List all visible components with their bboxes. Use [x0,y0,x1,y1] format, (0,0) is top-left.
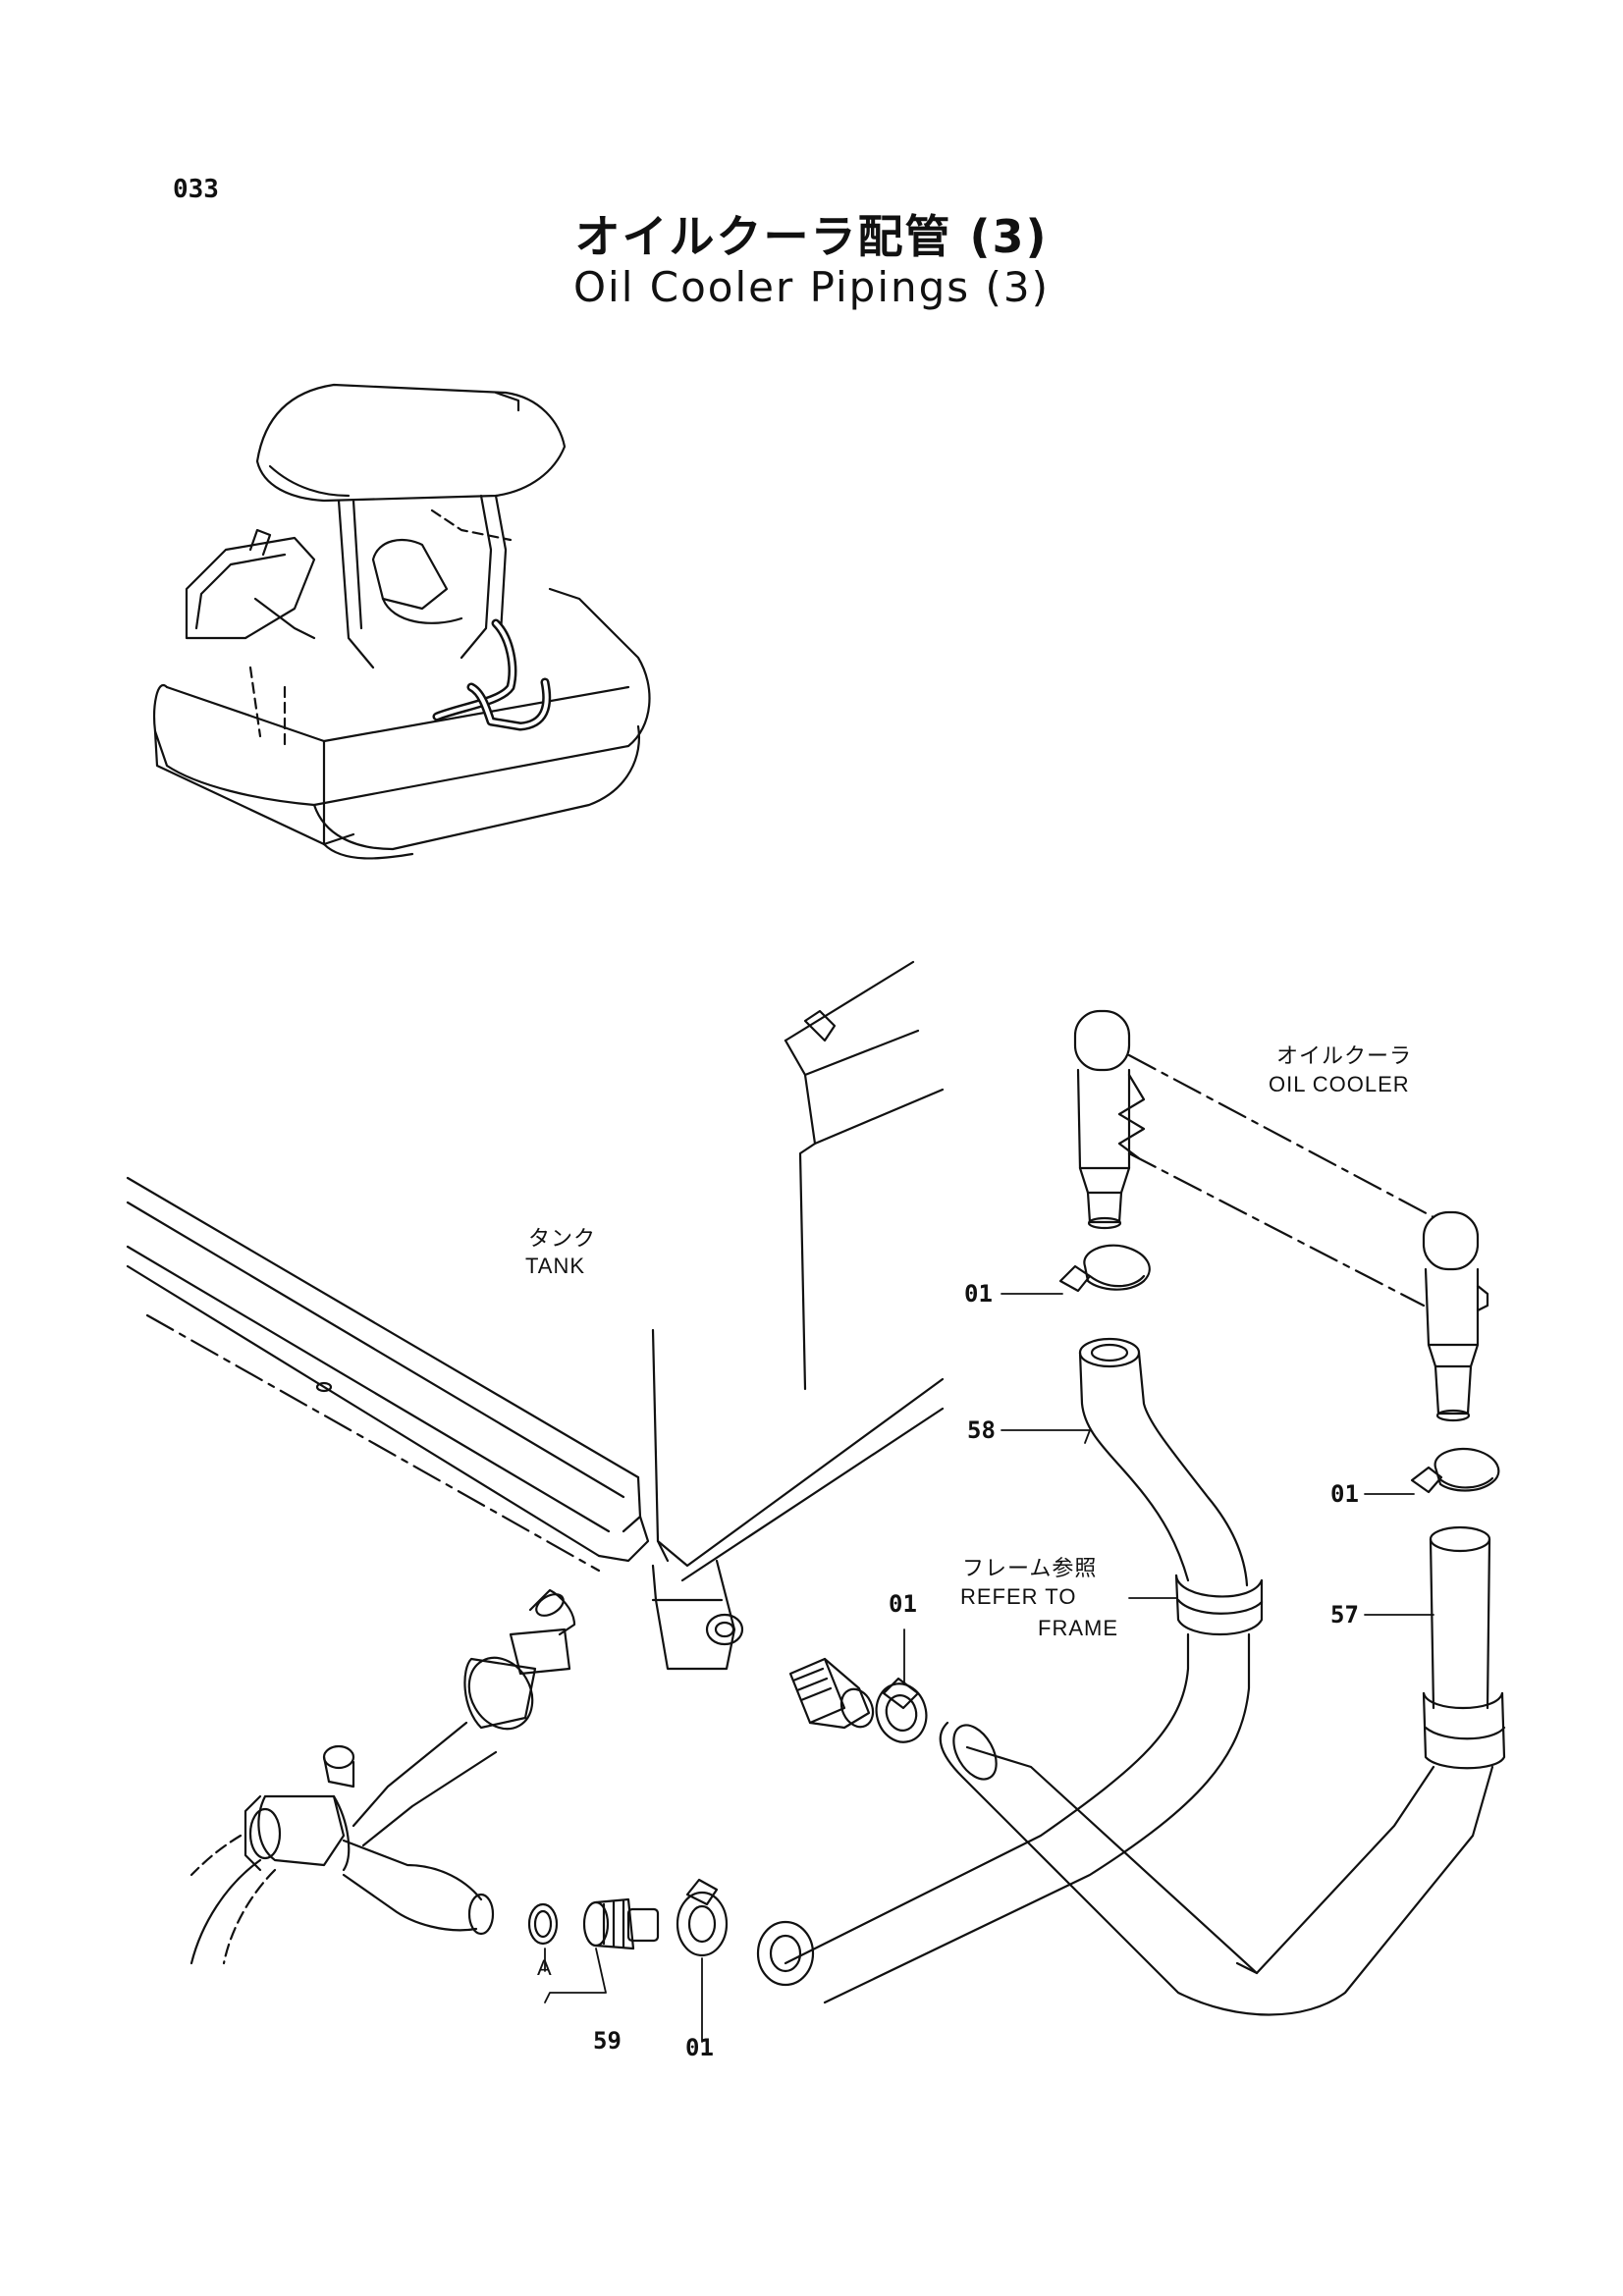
tank-label-jp: タンク [528,1226,597,1251]
left-pipework [189,1588,576,1965]
hose-57-drawing [939,1525,1506,2016]
tank-label-en: TANK [525,1254,586,1278]
small-parts [527,1244,1500,1957]
part-number-59: 59 [593,2027,622,2055]
page-title-jp: オイルクーラ配管 (3) [574,210,1049,263]
oil-cooler-label-en: OIL COOLER [1269,1072,1410,1096]
part-number-01-tank: 01 [889,1590,917,1618]
detail-a-label: A [537,1955,553,1980]
oil-cooler [1073,1009,1489,1422]
part-number-01-cooler-bottom: 01 [1330,1480,1359,1508]
machine-overview-illustration [153,383,651,860]
page-code: 033 [173,175,219,204]
leader-lines [544,1293,1434,2043]
part-number-01-cooler-top: 01 [964,1280,993,1308]
part-number-01-bottom: 01 [685,2034,714,2061]
hose-58-drawing [756,1337,1264,2004]
page-title-en: Oil Cooler Pipings (3) [573,263,1050,311]
part-number-57: 57 [1330,1601,1359,1629]
part-number-58: 58 [967,1416,996,1444]
oil-cooler-label-jp: オイルクーラ [1276,1043,1413,1068]
frame-label-jp: フレーム参照 [962,1556,1098,1580]
tank-outline [126,960,945,1671]
frame-label-en: FRAME [1038,1616,1118,1640]
refer-to-label: REFER TO [960,1584,1077,1609]
